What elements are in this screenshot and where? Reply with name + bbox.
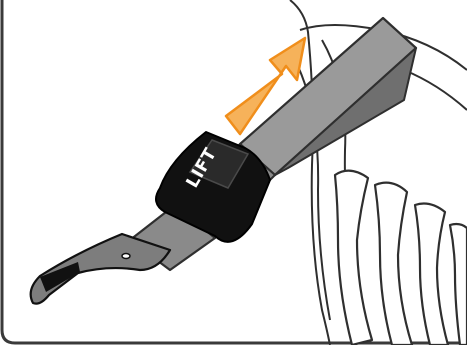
instruction-illustration: LIFT [0,0,467,345]
